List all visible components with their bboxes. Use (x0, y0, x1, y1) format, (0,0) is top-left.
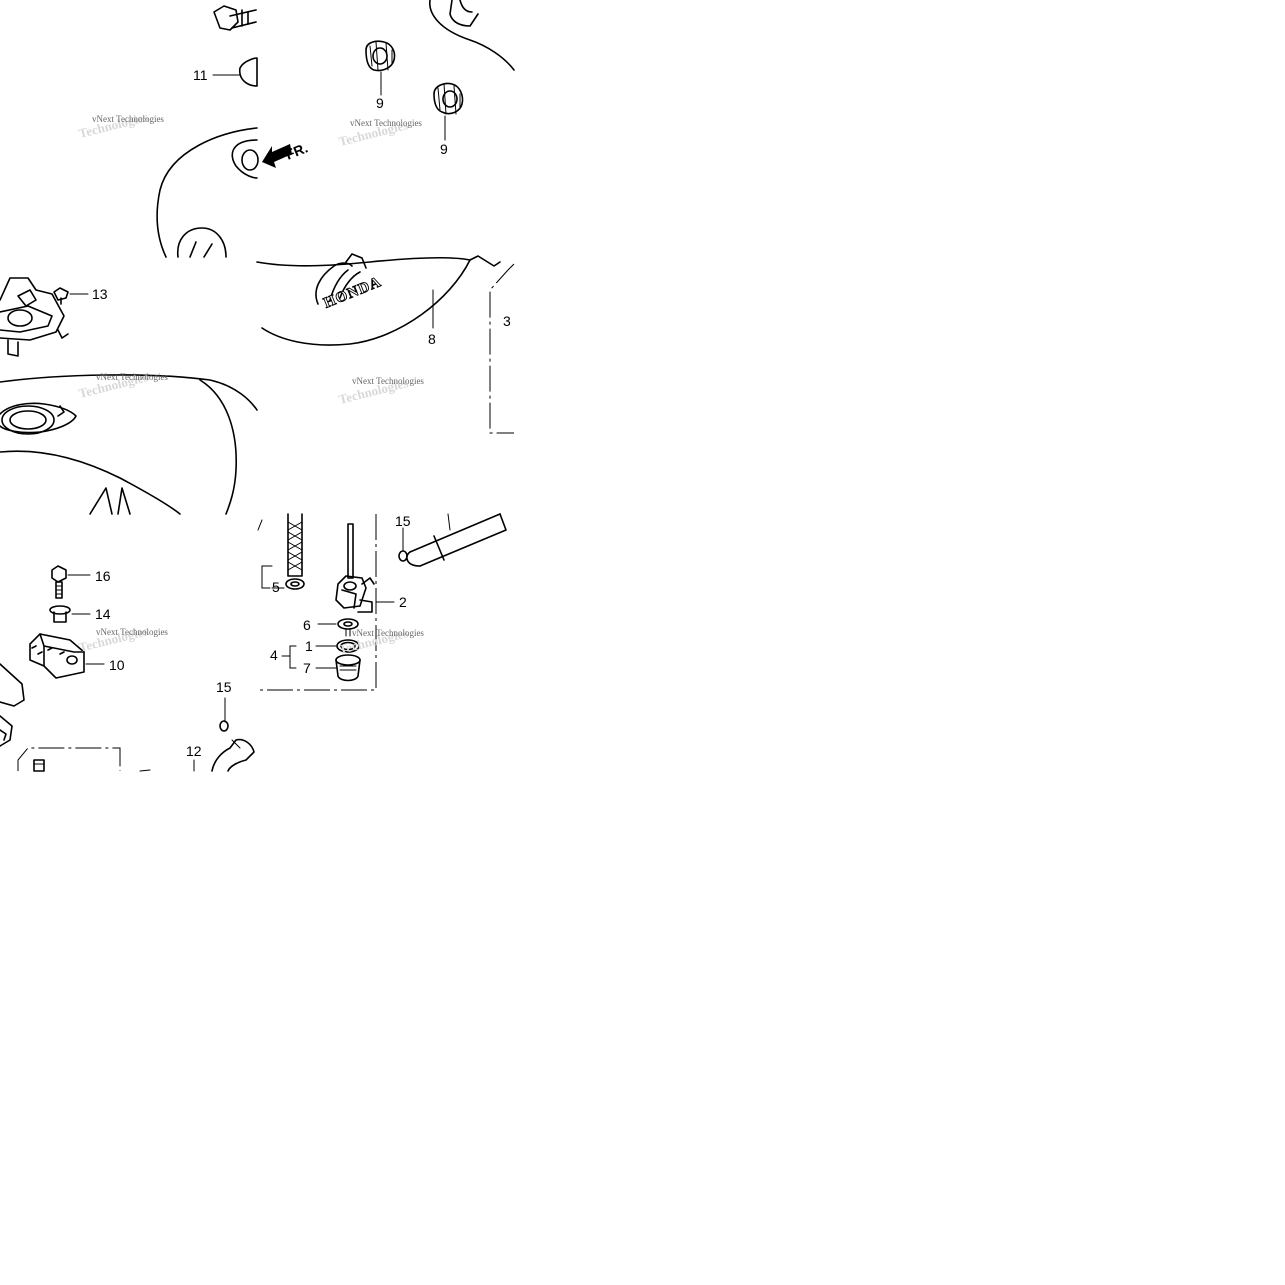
fuel-tube (406, 513, 507, 567)
tile-middle-right: HONDA 8 3 Technologies vNext Technologie… (256, 253, 515, 434)
callout-1: 1 (305, 638, 313, 654)
tile-top-right: FR. 9 9 Technologies vNext Technologies (262, 0, 515, 168)
grommet-part-9-b (433, 82, 464, 115)
tile-middle-left: 13 Technologies vNext Technologies (0, 277, 258, 515)
rubber-mount-part-10 (29, 633, 85, 679)
callout-8: 8 (428, 331, 436, 347)
callout-16: 16 (95, 568, 111, 584)
hose-clip-part-15-b (219, 720, 229, 732)
screw-part-13 (53, 287, 69, 305)
callout-9-b: 9 (440, 141, 448, 157)
callout-14: 14 (95, 606, 111, 622)
callout-10: 10 (109, 657, 125, 673)
watermark: vNext Technologies (96, 627, 168, 637)
fuel-tank-top (0, 374, 258, 515)
o-ring-part-1 (336, 639, 360, 653)
grommet-part-9-a (365, 40, 396, 72)
callout-15-b: 15 (216, 679, 232, 695)
callout-6: 6 (303, 617, 311, 633)
watermark: vNext Technologies (92, 114, 164, 124)
bolt-part-16 (51, 565, 67, 599)
callout-3: 3 (503, 313, 511, 329)
ignition-key (213, 5, 257, 31)
callout-7: 7 (303, 660, 311, 676)
cap-seal-part-11 (238, 57, 258, 87)
callout-5: 5 (272, 579, 280, 595)
tile-bottom-left: 16 14 10 15 (0, 565, 255, 772)
watermark: vNext Technologies (96, 372, 168, 382)
watermark: vNext Technologies (352, 628, 424, 638)
hose-clip-part-15-a (398, 550, 408, 562)
fuel-cap-assembly (0, 277, 69, 357)
fuel-tank-front (156, 127, 259, 258)
callout-4: 4 (270, 647, 278, 663)
collar-part-14 (49, 605, 71, 623)
front-direction-arrow: FR. (262, 139, 310, 168)
tile-top-left: Technologies vNext Technologies 11 (77, 5, 259, 258)
watermark: vNext Technologies (350, 118, 422, 128)
fuel-valve-part-2 (335, 523, 375, 613)
sediment-cup-part-7 (335, 654, 361, 682)
tile-bottom-right: 5 2 6 1 (257, 513, 507, 691)
direction-label: FR. (283, 139, 310, 162)
honda-emblem: HONDA (322, 274, 384, 312)
breather-tube-part-12 (211, 738, 255, 772)
callout-2: 2 (399, 594, 407, 610)
fitting-fragment (33, 759, 45, 772)
callout-15-a: 15 (395, 513, 411, 529)
strainer-screen-part-5 (285, 513, 305, 590)
watermark: vNext Technologies (352, 376, 424, 386)
callout-12: 12 (186, 743, 202, 759)
washer-part-6 (337, 618, 359, 637)
callout-9-a: 9 (376, 95, 384, 111)
callout-13: 13 (92, 286, 108, 302)
fuel-tank-side-part-8: HONDA (256, 253, 501, 346)
callout-11: 11 (193, 67, 208, 83)
